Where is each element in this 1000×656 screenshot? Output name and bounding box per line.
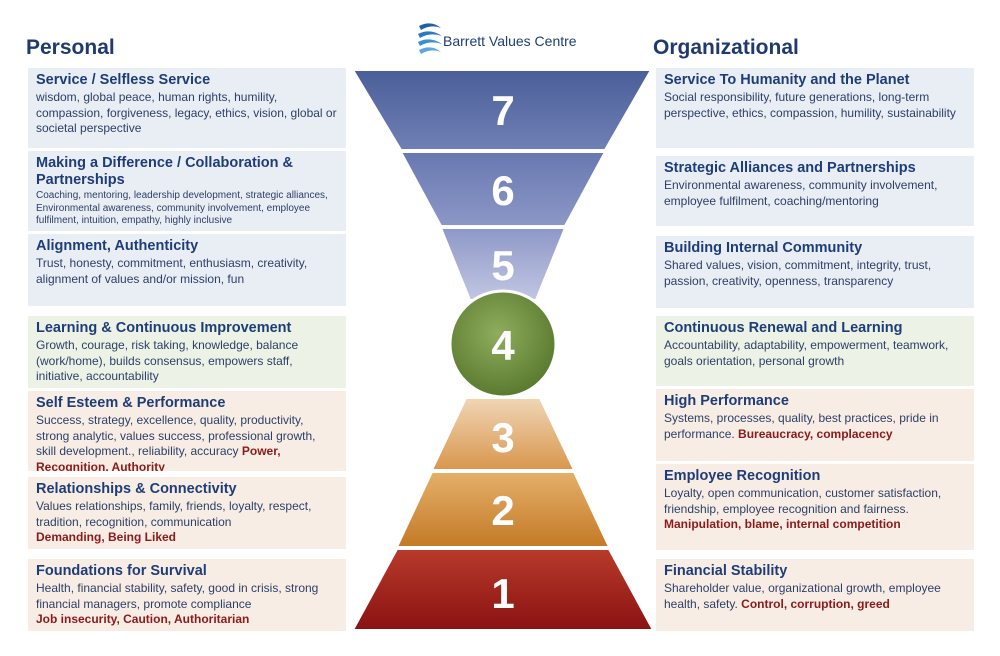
org-level-3-negatives: Bureaucracy, complacency [738, 426, 893, 441]
org-level-2-negatives: Manipulation, blame, internal competitio… [664, 517, 901, 531]
personal-level-5-title: Alignment, Authenticity [36, 238, 199, 254]
level-6-number: 6 [491, 167, 514, 214]
personal-level-2-box: Relationships & Connectivity Values rela… [28, 477, 346, 549]
level-2-band [395, 471, 611, 548]
level-1-band [351, 548, 655, 631]
level-7-band [351, 69, 653, 151]
org-level-6-title: Strategic Alliances and Partnerships [664, 160, 916, 176]
org-level-2-box: Employee Recognition Loyalty, open commu… [656, 464, 974, 550]
personal-level-6-text: Coaching, mentoring, leadership developm… [36, 190, 328, 226]
personal-level-2-negatives: Demanding, Being Liked [36, 530, 177, 544]
org-level-3-box: High Performance Systems, processes, qua… [656, 389, 974, 461]
personal-level-4-title: Learning & Continuous Improvement [36, 320, 292, 336]
org-level-1-text: Shareholder value, organizational growth… [664, 581, 941, 611]
personal-level-1-box: Foundations for Survival Health, financi… [28, 559, 346, 631]
org-level-5-text: Shared values, vision, commitment, integ… [664, 258, 932, 288]
level-1-number: 1 [491, 570, 514, 617]
org-level-4-box: Continuous Renewal and Learning Accounta… [656, 316, 974, 386]
org-level-7-title: Service To Humanity and the Planet [664, 72, 910, 88]
level-5-band [439, 227, 567, 301]
org-level-5-title: Building Internal Community [664, 240, 863, 256]
org-level-7-text: Social responsibility, future generation… [664, 90, 956, 120]
organizational-heading: Organizational [653, 36, 799, 59]
level-3-number: 3 [491, 414, 514, 461]
personal-level-1-title: Foundations for Survival [36, 563, 207, 579]
personal-level-3-box: Self Esteem & Performance Success, strat… [28, 391, 346, 471]
org-level-3-text: Systems, processes, quality, best practi… [664, 411, 939, 441]
personal-level-7-text: wisdom, global peace, human rights, humi… [36, 90, 337, 135]
org-level-5-box: Building Internal Community Shared value… [656, 236, 974, 308]
personal-heading: Personal [26, 36, 115, 59]
org-level-1-negatives: Control, corruption, greed [741, 596, 890, 611]
personal-level-4-text: Growth, courage, risk taking, knowledge,… [36, 338, 299, 383]
org-level-7-box: Service To Humanity and the Planet Socia… [656, 68, 974, 148]
barrett-logo-icon [418, 23, 442, 54]
personal-level-7-box: Service / Selfless Service wisdom, globa… [28, 68, 346, 148]
level-3-band [430, 397, 576, 471]
level-2-number: 2 [491, 487, 514, 534]
org-level-2-title: Employee Recognition [664, 468, 821, 484]
org-level-4-title: Continuous Renewal and Learning [664, 320, 903, 336]
personal-level-1-negatives: Job insecurity, Caution, Authoritarian [36, 612, 250, 626]
personal-level-3-text: Success, strategy, excellence, quality, … [36, 413, 316, 458]
org-level-2-text: Loyalty, open communication, customer sa… [664, 486, 942, 516]
org-level-1-title: Financial Stability [664, 563, 788, 579]
org-level-3-title: High Performance [664, 393, 789, 409]
personal-level-1-text: Health, financial stability, safety, goo… [36, 581, 319, 611]
personal-level-2-title: Relationships & Connectivity [36, 481, 237, 497]
personal-level-7-title: Service / Selfless Service [36, 72, 211, 88]
personal-level-5-box: Alignment, Authenticity Trust, honesty, … [28, 234, 346, 306]
level-7-number: 7 [491, 87, 514, 134]
personal-level-4-box: Learning & Continuous Improvement Growth… [28, 316, 346, 388]
personal-level-6-box: Making a Difference / Collaboration & Pa… [28, 151, 346, 231]
org-level-6-text: Environmental awareness, community invol… [664, 178, 938, 208]
barrett-logo: Barrett Values Centre [415, 18, 595, 62]
personal-level-6-title: Making a Difference / Collaboration & Pa… [36, 155, 294, 188]
level-5-number: 5 [491, 242, 514, 289]
level-6-band [399, 151, 607, 227]
personal-level-5-text: Trust, honesty, commitment, enthusiasm, … [36, 256, 308, 286]
personal-level-2-text: Values relationships, family, friends, l… [36, 499, 312, 529]
personal-level-3-negatives: Power, Recognition, Authority [36, 444, 281, 471]
org-level-4-text: Accountability, adaptability, empowermen… [664, 338, 949, 368]
org-level-6-box: Strategic Alliances and Partnerships Env… [656, 156, 974, 226]
org-level-1-box: Financial Stability Shareholder value, o… [656, 559, 974, 631]
level-4-number: 4 [491, 322, 515, 369]
personal-level-3-title: Self Esteem & Performance [36, 395, 226, 411]
barrett-logo-text: Barrett Values Centre [443, 33, 577, 49]
